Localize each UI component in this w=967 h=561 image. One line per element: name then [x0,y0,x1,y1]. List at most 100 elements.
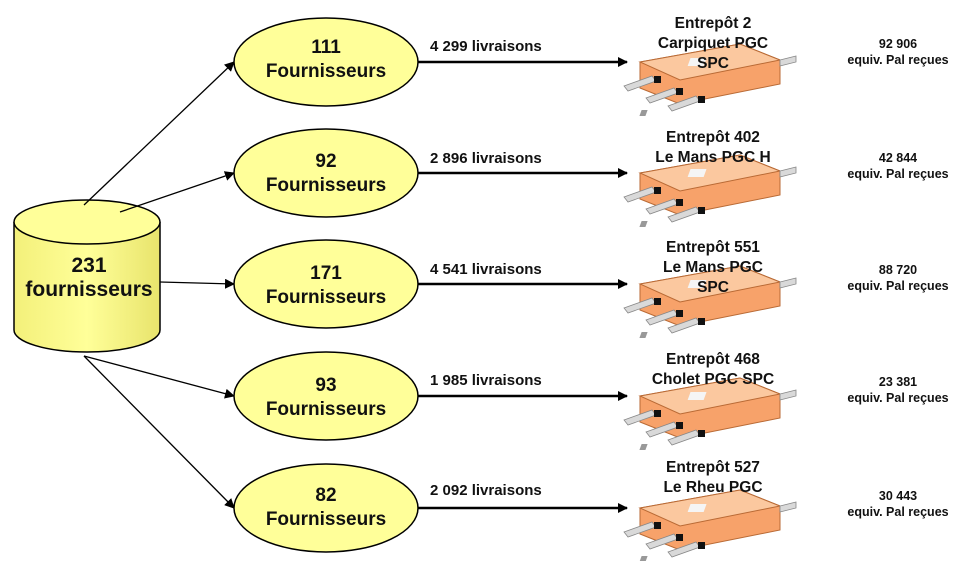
warehouse-label: Entrepôt 2 Carpiquet PGC SPC [638,14,788,74]
warehouse-title: Entrepôt 468 [666,351,760,368]
supplier-group-count: 171 [310,263,342,284]
conveyor-belt [779,501,797,513]
supplier-group-count: 93 [315,375,337,396]
delivery-count: 2 896 livraisons [430,150,542,167]
conveyor-belt [779,389,797,401]
warehouse-line2: SPC [697,279,729,296]
loading-dock [698,318,705,325]
fan-arrow [119,171,235,213]
supplier-group-count: 82 [315,485,337,506]
conveyor-belt [779,166,797,178]
pallets-label: equiv. Pal reçues [847,53,949,67]
supplier-group-label: 111 Fournisseurs [236,36,416,84]
supplier-group-label: 93 Fournisseurs [236,374,416,422]
loading-dock [676,534,683,541]
warehouse-line1: Le Rheu PGC [663,479,763,496]
warehouse-icon [623,265,797,338]
delivery-count: 4 541 livraisons [430,261,542,278]
loading-dock [654,76,661,83]
source-count: 231 [71,254,107,277]
supplier-group-count: 111 [311,37,341,58]
warehouse-window [687,58,707,66]
loading-dock [698,96,705,103]
pallets-value: 23 381 [878,375,918,389]
supplier-group-word: Fournisseurs [265,61,387,82]
pallets-value: 92 906 [878,37,918,51]
warehouse-icon [623,377,797,450]
supplier-group-word: Fournisseurs [265,175,387,196]
loading-dock [676,310,683,317]
loading-dock [676,422,683,429]
warehouse-line2: SPC [697,55,729,72]
dock-marker [639,332,648,338]
warehouse-label: Entrepôt 402 Le Mans PGC H [638,128,788,168]
supplier-group-label: 171 Fournisseurs [236,262,416,310]
pallets-label: equiv. Pal reçues [847,505,949,519]
warehouse-title: Entrepôt 551 [666,239,760,256]
warehouse-icon [623,489,797,561]
pallets-received: 88 720 equiv. Pal reçues [828,262,967,294]
delivery-count: 2 092 livraisons [430,482,542,499]
supplier-group-count: 92 [315,151,337,172]
loading-dock [676,199,683,206]
pallets-label: equiv. Pal reçues [847,391,949,405]
warehouse-window [687,280,707,288]
pallets-received: 42 844 equiv. Pal reçues [828,150,967,182]
fan-arrow [83,355,235,399]
warehouse-window [687,504,707,512]
warehouse-title: Entrepôt 402 [666,129,760,146]
warehouse-line1: Le Mans PGC [663,259,763,276]
supplier-group-label: 82 Fournisseurs [236,484,416,532]
pallets-label: equiv. Pal reçues [847,167,949,181]
conveyor-belt [779,55,797,67]
pallets-received: 30 443 equiv. Pal reçues [828,488,967,520]
warehouse-title: Entrepôt 527 [666,459,760,476]
dock-marker [639,444,648,450]
loading-dock [698,207,705,214]
warehouse-window [687,392,707,400]
fan-arrow [159,278,235,289]
loading-dock [654,410,661,417]
dock-marker [639,110,648,116]
delivery-count: 1 985 livraisons [430,372,542,389]
warehouse-icon [623,43,797,116]
supplier-group-word: Fournisseurs [265,399,387,420]
fan-arrow [83,355,235,509]
pallets-value: 42 844 [878,151,918,165]
warehouse-label: Entrepôt 551 Le Mans PGC SPC [638,238,788,298]
warehouse-line1: Le Mans PGC H [655,149,771,166]
warehouse-label: Entrepôt 468 Cholet PGC SPC [638,350,788,390]
source-word: fournisseurs [25,278,153,301]
supplier-group-ellipses [233,17,419,553]
supplier-database-cylinder [13,199,161,353]
loading-dock [676,88,683,95]
loading-dock [654,522,661,529]
loading-dock [698,430,705,437]
delivery-count: 4 299 livraisons [430,38,542,55]
warehouse-label: Entrepôt 527 Le Rheu PGC [638,458,788,498]
fan-out-arrows [83,61,235,509]
fan-arrow [83,61,235,206]
warehouse-line1: Cholet PGC SPC [651,371,775,388]
supplier-group-word: Fournisseurs [265,509,387,530]
supplier-group-label: 92 Fournisseurs [236,150,416,198]
pallets-received: 92 906 equiv. Pal reçues [828,36,967,68]
conveyor-belt [779,277,797,289]
loading-dock [654,298,661,305]
warehouse-window [687,169,707,177]
pallets-received: 23 381 equiv. Pal reçues [828,374,967,406]
dock-marker [639,221,648,227]
supplier-group-word: Fournisseurs [265,287,387,308]
warehouse-title: Entrepôt 2 [674,15,752,32]
warehouse-icons [623,43,797,561]
delivery-arrows [418,57,628,513]
pallets-value: 88 720 [878,263,918,277]
pallets-value: 30 443 [878,489,918,503]
pallets-label: equiv. Pal reçues [847,279,949,293]
warehouse-icon [623,154,797,227]
loading-dock [654,187,661,194]
loading-dock [698,542,705,549]
warehouse-line1: Carpiquet PGC [657,35,769,52]
dock-marker [639,556,648,561]
